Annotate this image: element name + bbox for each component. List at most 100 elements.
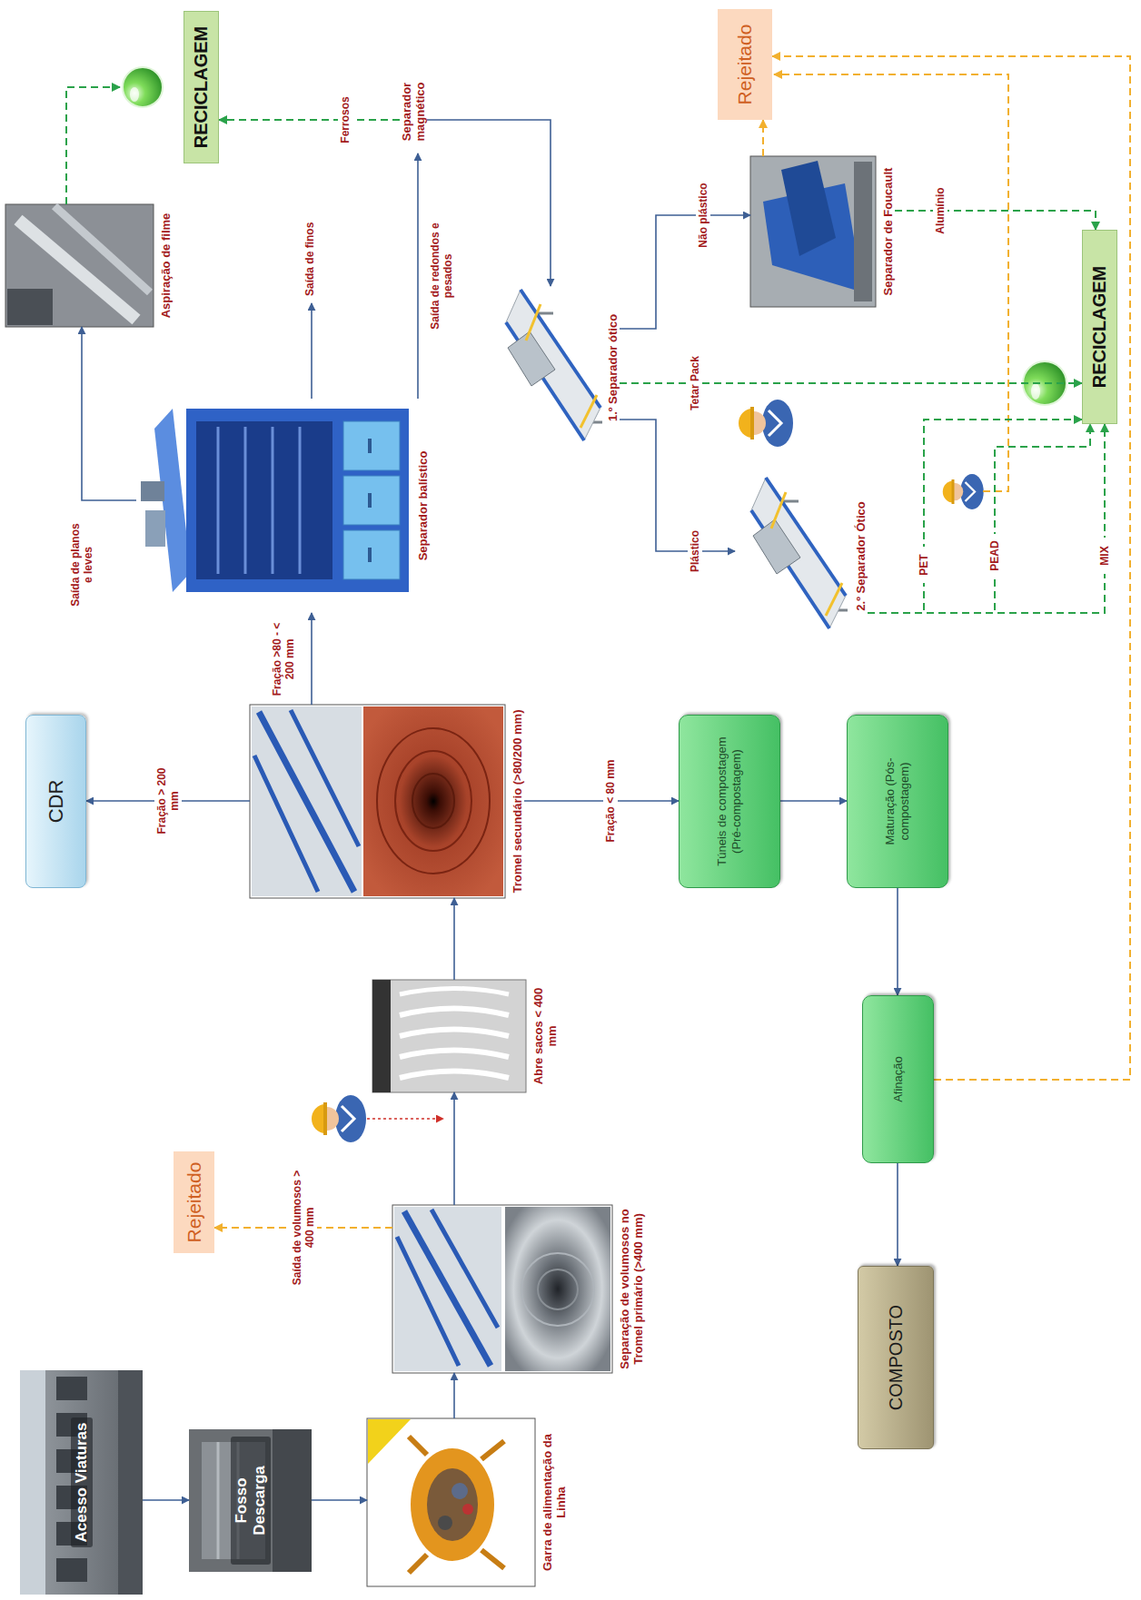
bag-opener-photo: [399, 989, 509, 996]
node-text: Separação de volumosos no Tromel primári…: [614, 1205, 645, 1374]
secondary-trommel-photo: [377, 728, 490, 874]
bag-opener-photo: [372, 980, 526, 1093]
bag-opener-photo: [399, 1030, 509, 1038]
flow-arrow: [453, 1373, 456, 1419]
flow-arrow: [218, 119, 400, 121]
node-text: CDR: [44, 780, 69, 824]
flow-arrow: [416, 153, 419, 399]
node-text: Túneis de compostagem (Pré-compostagem): [714, 723, 745, 881]
primary-trommel-photo: [392, 1205, 613, 1374]
ballistic-separator-picture: [217, 426, 220, 575]
edge-label: Plástico: [687, 519, 703, 584]
bag-opener-photo: [399, 1051, 509, 1059]
equipment-box: 1.º Separador ótico: [489, 286, 620, 450]
film-suction-photo: [5, 204, 154, 328]
node-text: Afinação: [891, 1056, 906, 1103]
access-photo: [118, 1370, 143, 1596]
flow-arrow: [310, 613, 313, 705]
equipment-box: Aspiração de filme: [5, 204, 173, 328]
primary-trommel-photo: [394, 1207, 502, 1372]
ballistic-separator-picture: [196, 421, 333, 580]
guide-arrow: [367, 1118, 444, 1121]
process-box: Afinação: [862, 995, 934, 1164]
ballistic-separator-picture: [140, 408, 409, 593]
bag-opener-photo: [399, 1009, 509, 1017]
flow-arrow: [142, 1499, 189, 1502]
equipment-box: Tromel secundário (>80/200 mm): [249, 704, 525, 899]
reject-box: Rejeitado: [717, 9, 773, 120]
node-text: Abre sacos < 400 mm: [527, 980, 559, 1093]
primary-trommel-photo: [505, 1207, 611, 1372]
secondary-trommel-photo: [395, 751, 472, 852]
photo-box: Fosso Descarga: [188, 1429, 312, 1573]
flow-arrow: [896, 1163, 899, 1267]
flow-arrow: [524, 800, 679, 803]
grab-picture: [410, 1448, 495, 1562]
flow-arrow: [453, 898, 456, 981]
flow-arrow: [867, 424, 1105, 614]
output-box: COMPOSTO: [857, 1266, 934, 1450]
node-text: Tromel secundário (>80/200 mm): [506, 704, 525, 899]
flow-arrow: [619, 215, 751, 329]
recycling-box: RECICLAGEM: [1081, 229, 1118, 425]
ballistic-separator-picture: [343, 530, 400, 580]
node-text: Separador de Foucault: [877, 156, 895, 308]
ballistic-separator-picture: [186, 408, 409, 593]
flow-arrow: [772, 56, 1131, 1081]
recycling-globe: [1031, 383, 1041, 400]
primary-trommel-photo: [396, 1237, 459, 1367]
eddy-current-separator-photo: [750, 156, 876, 308]
edge-label: Ferrosos: [337, 88, 353, 152]
edge-label: Fração >80 - < 200 mm: [269, 615, 298, 705]
node-text: Garra de alimentação da Linha: [536, 1418, 568, 1588]
grab-picture: [462, 1504, 474, 1516]
flow-arrow: [896, 888, 899, 996]
equipment-box: Separação de volumosos no Tromel primári…: [392, 1205, 645, 1374]
edge-label: MIX: [1097, 537, 1112, 575]
ballistic-separator-picture: [367, 493, 372, 508]
grab-picture: [367, 1419, 411, 1465]
node-text: Rejeitado: [183, 1162, 206, 1244]
film-suction-photo: [7, 288, 53, 326]
grab-picture: [437, 1516, 453, 1531]
recycling-globe: [122, 67, 163, 108]
secondary-trommel-photo: [290, 710, 359, 847]
primary-trommel-photo: [431, 1210, 498, 1329]
grab-picture: [367, 1418, 536, 1588]
process-box: Maturação (Pós-compostagem): [846, 714, 949, 889]
node-text: 2.º Separador Ótico: [850, 469, 868, 644]
grab-picture: [426, 1468, 478, 1542]
node-text: COMPOSTO: [885, 1305, 907, 1411]
worker-icon: [311, 1095, 367, 1143]
pit-photo: [272, 1429, 312, 1573]
ballistic-separator-picture: [271, 426, 275, 575]
edge-label: PET: [916, 546, 932, 584]
grab-picture: [451, 1483, 468, 1500]
optical-separator-picture: [506, 289, 603, 441]
node-text: RECICLAGEM: [190, 26, 212, 149]
edge-label: Tetar Pack: [687, 347, 703, 420]
equipment-box: Abre sacos < 400 mm: [372, 980, 559, 1093]
flow-arrow: [867, 419, 1082, 614]
ballistic-separator-picture: [298, 426, 302, 575]
primary-trommel-photo: [392, 1205, 613, 1374]
pit-photo: [188, 1429, 312, 1573]
edge-label: Saída de volumosos > 400 mm: [289, 1160, 318, 1297]
optical-separator-picture: [506, 289, 848, 629]
ballistic-separator-picture: [343, 421, 400, 471]
flow-arrow: [780, 800, 847, 803]
secondary-trommel-photo: [254, 755, 318, 893]
bag-opener-photo: [372, 980, 526, 1093]
bag-opener-photo: [399, 1071, 509, 1080]
edge-label: PEAD: [987, 534, 1003, 578]
film-suction-photo: [54, 206, 150, 293]
guide-arrow: [773, 74, 1009, 492]
equipment-label: Separador magnético: [399, 69, 427, 154]
node-text: Fosso Descarga: [230, 1437, 271, 1566]
optical-separator-picture: [751, 477, 848, 629]
primary-trommel-photo: [521, 1253, 595, 1327]
secondary-trommel-photo: [363, 706, 504, 897]
edge-label: Fração > 200 mm: [154, 755, 182, 847]
node-text: Rejeitado: [734, 24, 756, 106]
eddy-current-separator-photo: [750, 156, 876, 308]
